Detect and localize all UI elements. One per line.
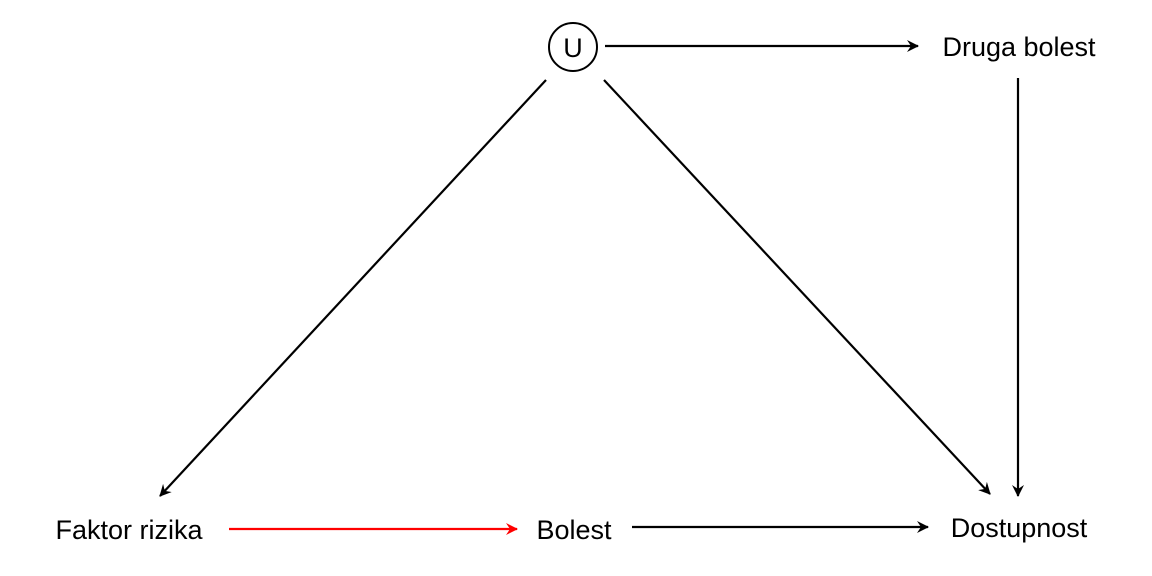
node-bolest-label: Bolest — [536, 515, 612, 545]
edge-u-to-dostupnost — [603, 79, 991, 495]
node-dostupnost-label: Dostupnost — [951, 513, 1088, 543]
node-u-label: U — [563, 33, 583, 63]
node-faktor-rizika-label: Faktor rizika — [55, 515, 203, 545]
edge-u-to-faktor-rizika — [159, 79, 547, 497]
node-druga-bolest-label: Druga bolest — [942, 32, 1096, 62]
node-u-circle — [548, 22, 598, 72]
node-u: U — [548, 22, 598, 72]
